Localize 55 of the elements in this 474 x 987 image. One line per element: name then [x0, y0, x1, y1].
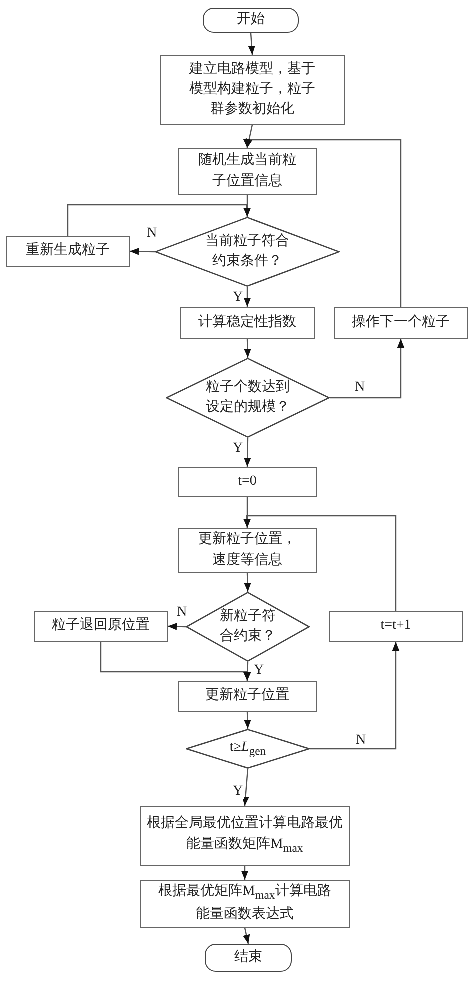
- step-text: 根据最优矩阵M$_{max}$计算电路能量函数表达式: [158, 882, 332, 924]
- decision-diamond: [166, 358, 330, 438]
- step-text: t=t+1: [380, 617, 412, 636]
- arrow: [244, 338, 252, 358]
- arrow: [168, 623, 186, 630]
- process-box: [6, 236, 130, 267]
- arrow: [244, 515, 397, 611]
- process-box: [180, 307, 315, 339]
- process-box: [140, 806, 350, 866]
- arrow: [241, 866, 249, 880]
- process-box: [178, 528, 317, 573]
- step-text: 计算稳定性指数: [198, 313, 298, 332]
- step-text: 操作下一个粒子: [351, 314, 451, 332]
- arrow: [242, 768, 250, 806]
- step-text: 建立电路模型，基于模型构建粒子，粒子群参数初始化: [188, 60, 316, 120]
- edge-label: Y: [232, 784, 244, 800]
- process-box: [334, 307, 468, 339]
- arrow: [330, 339, 405, 399]
- step-text: 新粒子符合约束？: [219, 607, 277, 646]
- terminal-box: [203, 8, 299, 33]
- process-box: [178, 681, 317, 712]
- process-box: [34, 611, 168, 642]
- arrow: [246, 124, 254, 148]
- decision-diamond: [186, 592, 310, 662]
- arrow: [67, 204, 251, 236]
- step-text: 粒子退回原位置: [51, 616, 151, 636]
- decision-diamond: [186, 729, 310, 769]
- process-box: [160, 55, 345, 125]
- process-box: [178, 148, 317, 195]
- step-text: t≥L$_{gen}$: [228, 738, 268, 760]
- step-text: 随机生成当前粒子位置信息: [198, 152, 298, 190]
- step-text: 重新生成粒子: [25, 241, 111, 260]
- arrow: [244, 438, 252, 468]
- step-text: 粒子个数达到设定的规模？: [205, 378, 291, 417]
- arrow: [244, 712, 252, 730]
- step-text: 当前粒子符合约束条件？: [204, 232, 290, 271]
- terminal-box: [205, 944, 292, 972]
- step-text: 更新粒子位置: [204, 686, 290, 706]
- step-text: 开始: [236, 11, 266, 30]
- step-text: 结束: [234, 948, 264, 967]
- process-box: [178, 467, 317, 497]
- arrow: [244, 662, 252, 682]
- decision-diamond: [155, 217, 340, 287]
- step-text: 更新粒子位置，速度等信息: [198, 530, 298, 570]
- arrow: [243, 928, 250, 944]
- step-text: t=0: [237, 472, 258, 491]
- process-box: [140, 880, 350, 928]
- arrow: [244, 572, 252, 592]
- arrow: [248, 32, 256, 56]
- arrow: [243, 138, 402, 307]
- arrow: [244, 287, 252, 307]
- process-box: [329, 611, 463, 642]
- step-text: 根据全局最优位置计算电路最优能量函数矩阵M$_{max}$: [146, 814, 344, 857]
- arrow: [130, 248, 156, 256]
- arrow: [310, 642, 400, 750]
